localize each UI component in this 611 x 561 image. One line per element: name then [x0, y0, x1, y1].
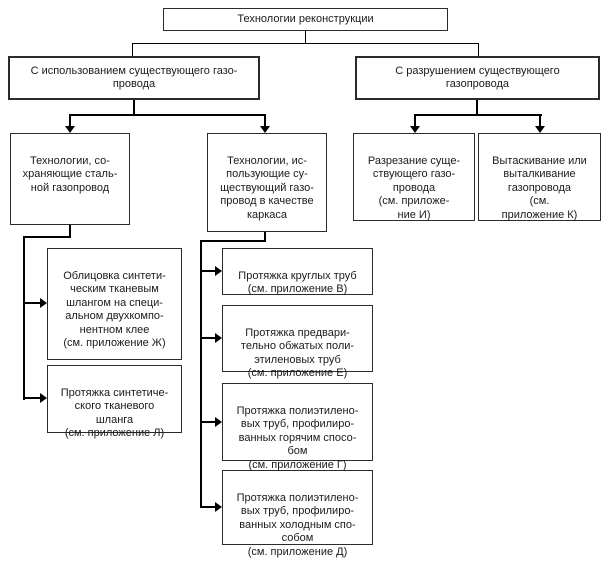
node-pulling-synthetic-hose-label: Протяжка синтетиче- ского тканевого шлан…	[60, 386, 169, 440]
node-pulling-out-pipeline: Вытаскивание или выталкивание газопровод…	[478, 133, 601, 221]
arrow-right-icon	[215, 333, 222, 343]
connector-line	[133, 100, 135, 115]
arrow-down-icon	[65, 126, 75, 133]
node-pulling-round-pipes-label: Протяжка круглых труб (см. приложение В)	[238, 269, 357, 296]
node-pulling-out-pipeline-label: Вытаскивание или выталкивание газопровод…	[492, 154, 587, 221]
connector-line	[476, 100, 478, 115]
connector-line	[132, 43, 133, 56]
node-cutting-pipeline: Разрезание суще- ствующего газо- провода…	[353, 133, 475, 221]
connector-line	[23, 236, 71, 238]
node-pulling-hot-profiled-pipes: Протяжка полиэтилено- вых труб, профилир…	[222, 383, 373, 471]
connector-line	[478, 43, 479, 56]
node-pulling-cold-profiled-pipes-label: Протяжка полиэтилено- вых труб, профилир…	[236, 491, 359, 558]
connector-line	[539, 114, 541, 127]
arrow-right-icon	[215, 266, 222, 276]
node-cutting-pipeline-label: Разрезание суще- ствующего газо- провода…	[367, 154, 461, 221]
node-root-label: Технологии реконструкции	[237, 12, 374, 25]
connector-line	[132, 43, 479, 44]
arrow-right-icon	[215, 502, 222, 512]
arrow-down-icon	[535, 126, 545, 133]
node-branch-use-existing-label: С использованием существующего газо- про…	[30, 64, 238, 91]
node-tech-preserving-steel-label: Технологии, со- храняющие сталь- ной газ…	[22, 154, 118, 194]
arrow-right-icon	[215, 417, 222, 427]
connector-line	[23, 397, 41, 399]
connector-line	[200, 240, 266, 242]
node-pulling-synthetic-hose: Протяжка синтетиче- ского тканевого шлан…	[47, 365, 182, 439]
node-tech-preserving-steel: Технологии, со- храняющие сталь- ной газ…	[10, 133, 130, 225]
node-pulling-precompressed-pipes-label: Протяжка предвари- тельно обжатых поли- …	[240, 326, 355, 380]
node-pulling-round-pipes: Протяжка круглых труб (см. приложение В)	[222, 248, 373, 295]
connector-line	[23, 302, 41, 304]
connector-line	[23, 236, 25, 400]
node-tech-using-as-frame: Технологии, ис- пользующие су- ществующи…	[207, 133, 327, 232]
arrow-down-icon	[260, 126, 270, 133]
connector-line	[200, 421, 216, 423]
connector-line	[69, 114, 266, 116]
connector-line	[414, 114, 416, 127]
node-root: Технологии реконструкции	[163, 8, 448, 31]
connector-line	[414, 114, 542, 116]
arrow-right-icon	[40, 298, 47, 308]
connector-line	[264, 114, 266, 127]
arrow-down-icon	[410, 126, 420, 133]
node-lining-synthetic-hose: Облицовка синтети- ческим тканевым шланг…	[47, 248, 182, 360]
node-tech-using-as-frame-label: Технологии, ис- пользующие су- ществующи…	[220, 154, 314, 221]
node-lining-synthetic-hose-label: Облицовка синтети- ческим тканевым шланг…	[63, 269, 166, 350]
connector-line	[264, 232, 266, 242]
node-pulling-hot-profiled-pipes-label: Протяжка полиэтилено- вых труб, профилир…	[236, 404, 359, 471]
connector-line	[69, 225, 71, 238]
connector-line	[200, 337, 216, 339]
node-pulling-precompressed-pipes: Протяжка предвари- тельно обжатых поли- …	[222, 305, 373, 379]
connector-line	[305, 31, 306, 44]
connector-line	[200, 240, 202, 508]
node-branch-use-existing: С использованием существующего газо- про…	[8, 56, 260, 100]
connector-line	[200, 270, 216, 272]
node-branch-destroy-existing-label: С разрушением существующего газопровода	[395, 64, 560, 91]
connector-line	[200, 506, 216, 508]
node-branch-destroy-existing: С разрушением существующего газопровода	[355, 56, 600, 100]
connector-line	[69, 114, 71, 127]
node-pulling-cold-profiled-pipes: Протяжка полиэтилено- вых труб, профилир…	[222, 470, 373, 558]
arrow-right-icon	[40, 393, 47, 403]
